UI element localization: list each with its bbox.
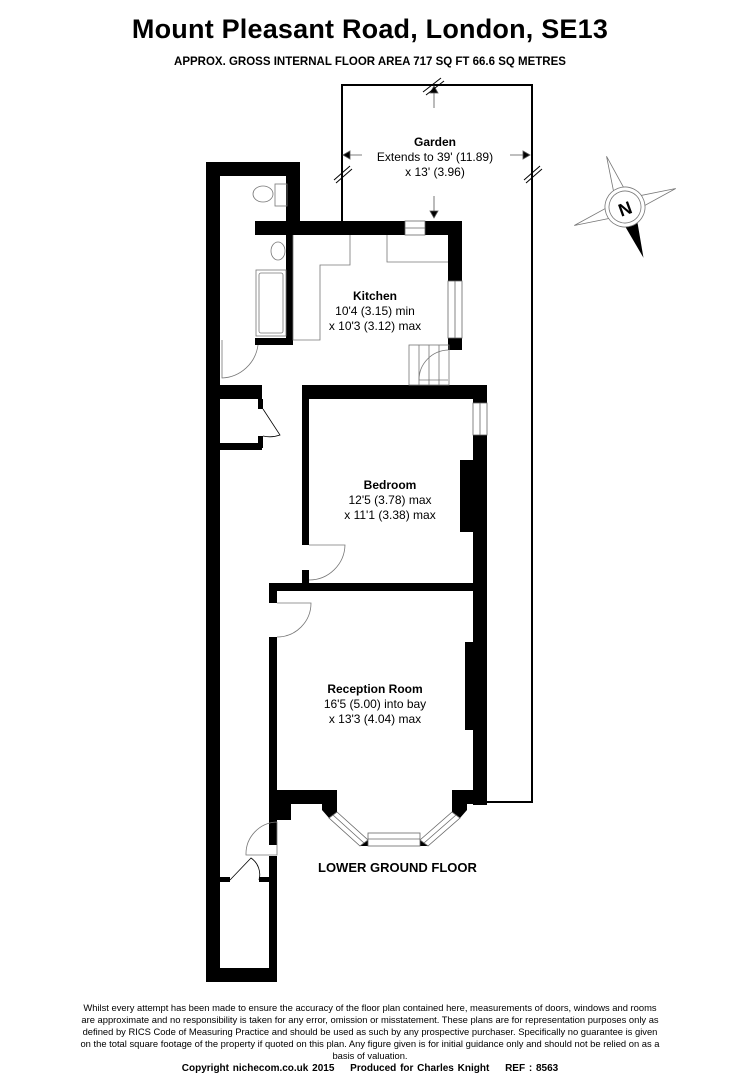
room-dimension: 12'5 (3.78) max [348, 493, 432, 507]
produced-for-text: Produced for Charles Knight [350, 1063, 490, 1074]
room-dimension: x 10'3 (3.12) max [328, 319, 422, 333]
bedroom-door [308, 544, 346, 581]
floor-area-subtitle: APPROX. GROSS INTERNAL FLOOR AREA 717 SQ… [174, 56, 566, 68]
front-door [245, 821, 278, 856]
room-name: Bedroom [363, 478, 417, 492]
room-label-kitchen: Kitchen 10'4 (3.15) min x 10'3 (3.12) ma… [310, 289, 440, 334]
compass-north-letter: N [616, 197, 635, 220]
bath-icon [255, 269, 287, 337]
reference-number: REF : 8563 [505, 1063, 559, 1074]
room-label-garden: Garden Extends to 39' (11.89) x 13' (3.9… [350, 135, 520, 180]
windows [328, 220, 488, 847]
room-dimension: 16'5 (5.00) into bay [323, 697, 427, 711]
room-dimension: 10'4 (3.15) min [335, 304, 415, 318]
toilet-icon [252, 185, 274, 203]
room-name: Reception Room [327, 682, 423, 696]
disclaimer-text: Whilst every attempt has been made to en… [80, 1002, 660, 1061]
copyright-line: Copyright nichecom.co.uk 2015 Produced f… [0, 1063, 740, 1074]
copyright-text: Copyright nichecom.co.uk 2015 [181, 1063, 335, 1074]
reception-door [276, 602, 312, 638]
porch-door [229, 857, 261, 881]
floor-label: LOWER GROUND FLOOR [318, 860, 477, 875]
room-label-bedroom: Bedroom 12'5 (3.78) max x 11'1 (3.38) ma… [320, 478, 460, 523]
garden-dimension-arrows [333, 77, 543, 219]
cistern-icon [274, 183, 288, 207]
fixtures [221, 183, 450, 881]
basin-icon [270, 241, 286, 261]
cupboard-door [262, 408, 281, 438]
page-title: Mount Pleasant Road, London, SE13 [131, 14, 609, 44]
room-dimension: x 11'1 (3.38) max [344, 508, 436, 522]
walls [206, 162, 487, 982]
room-dimension: x 13'3 (4.04) max [328, 712, 422, 726]
garden-outline [341, 84, 533, 803]
room-name: Garden [413, 135, 456, 149]
north-compass-icon [574, 156, 676, 258]
room-name: Kitchen [352, 289, 397, 303]
kitchen-door [418, 349, 449, 381]
bathroom-door [221, 340, 259, 379]
room-dimension: Extends to 39' (11.89) [376, 150, 494, 164]
room-label-reception: Reception Room 16'5 (5.00) into bay x 13… [300, 682, 450, 727]
room-dimension: x 13' (3.96) [405, 165, 465, 179]
